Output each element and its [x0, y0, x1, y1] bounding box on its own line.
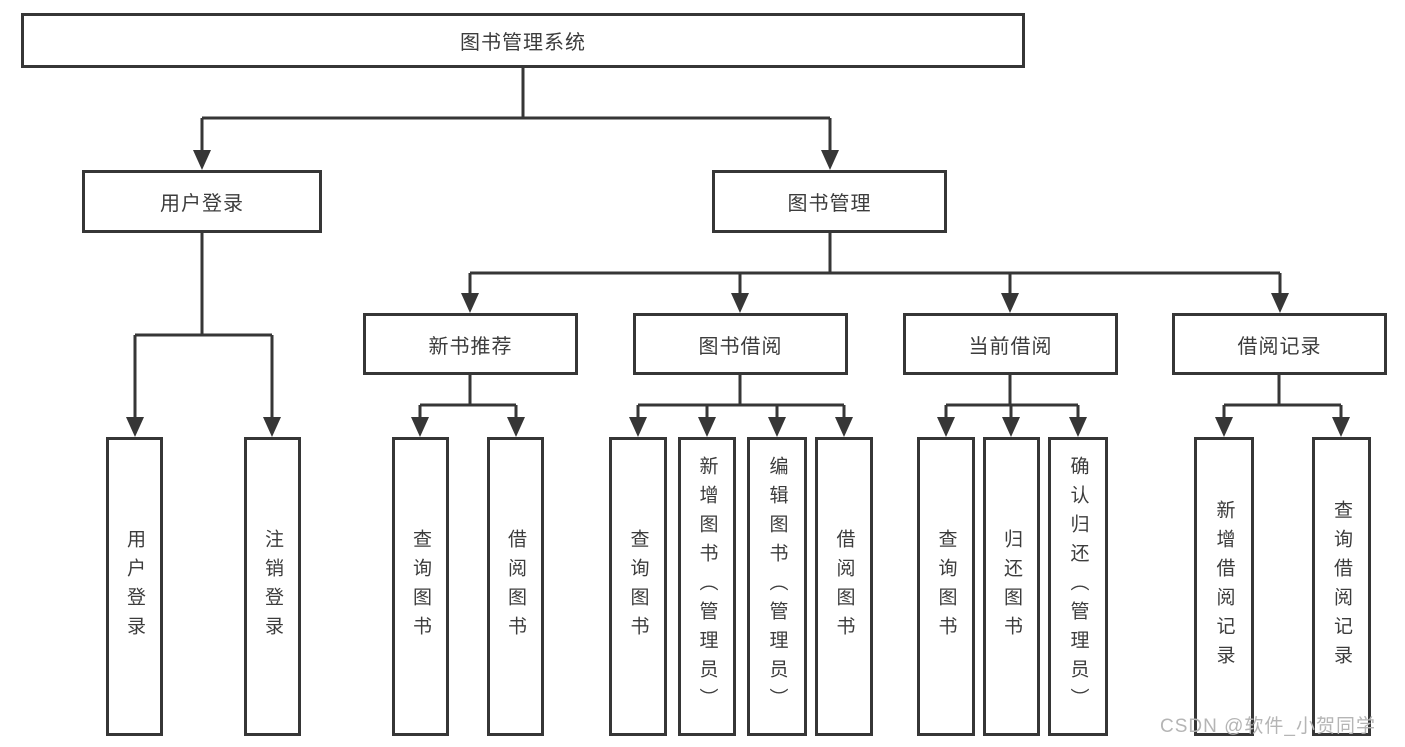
node-label: 当前借阅: [968, 335, 1053, 358]
node-library-management-system: 图书管理系统: [21, 13, 1025, 68]
node-label: 借阅图书: [505, 528, 526, 645]
node-borrow-records: 借阅记录: [1172, 313, 1387, 375]
leaf-edit-books-admin: 编辑图书（管理员）: [747, 437, 807, 736]
node-label: 归还图书: [1001, 528, 1022, 645]
node-label: 查询图书: [627, 528, 649, 645]
node-label: 用户登录: [124, 528, 145, 645]
leaf-recommend-query-books: 查询图书: [392, 437, 449, 736]
node-label: 确认归还（管理员）: [1067, 456, 1089, 717]
node-label: 图书借阅: [698, 335, 783, 358]
node-label: 新书推荐: [428, 335, 513, 358]
leaf-add-borrow-record: 新增借阅记录: [1194, 437, 1254, 736]
leaf-borrow-borrow-books: 借阅图书: [815, 437, 873, 736]
leaf-add-books-admin: 新增图书（管理员）: [678, 437, 736, 736]
node-label: 编辑图书（管理员）: [766, 456, 788, 717]
leaf-confirm-return-admin: 确认归还（管理员）: [1048, 437, 1108, 736]
node-label: 图书管理系统: [460, 32, 586, 54]
leaf-query-borrow-record: 查询借阅记录: [1312, 437, 1371, 736]
node-book-management-branch: 图书管理: [712, 170, 947, 233]
node-label: 新增图书（管理员）: [696, 456, 718, 717]
leaf-borrow-query-books: 查询图书: [609, 437, 667, 736]
node-new-book-recommend: 新书推荐: [363, 313, 578, 375]
node-label: 图书管理: [787, 193, 872, 215]
leaf-logout: 注销登录: [244, 437, 301, 736]
leaf-user-login: 用户登录: [106, 437, 163, 736]
node-current-borrow: 当前借阅: [903, 313, 1118, 375]
leaf-current-query-books: 查询图书: [917, 437, 975, 736]
node-label: 借阅记录: [1237, 335, 1322, 358]
node-label: 新增借阅记录: [1213, 499, 1235, 674]
node-label: 查询图书: [410, 528, 431, 645]
node-label: 注销登录: [262, 528, 283, 645]
node-label: 查询借阅记录: [1331, 499, 1352, 674]
node-book-borrow: 图书借阅: [633, 313, 848, 375]
node-user-login-branch: 用户登录: [82, 170, 322, 233]
csdn-watermark: CSDN @软件_小贺同学: [1160, 716, 1376, 737]
node-label: 借阅图书: [833, 528, 855, 645]
node-label: 用户登录: [160, 193, 244, 215]
node-label: 查询图书: [935, 528, 957, 645]
leaf-return-books: 归还图书: [983, 437, 1040, 736]
leaf-recommend-borrow-books: 借阅图书: [487, 437, 544, 736]
